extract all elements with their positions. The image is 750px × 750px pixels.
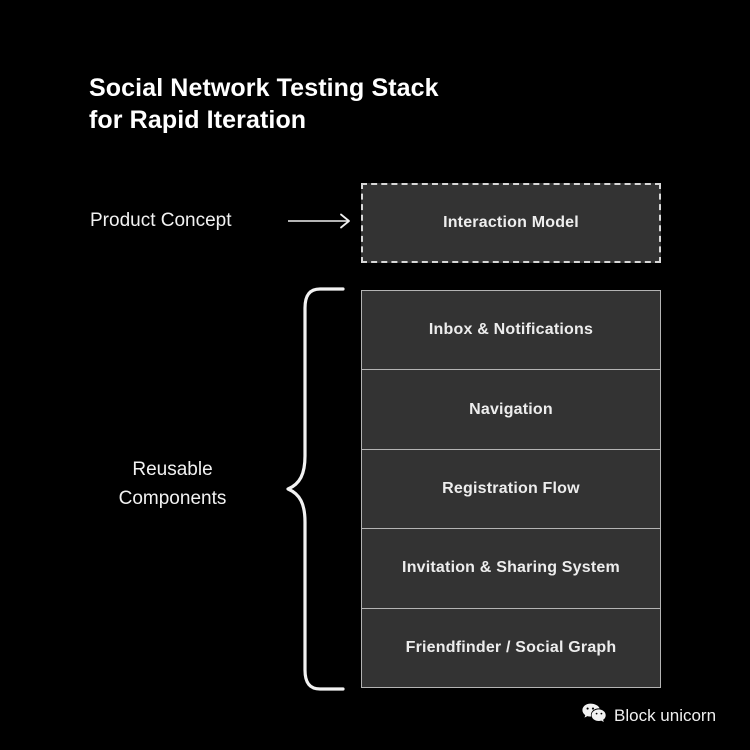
stack-item-label: Navigation [469,400,553,418]
reusable-components-label-line-1: Reusable [132,459,213,480]
reusable-components-label: Reusable Components [60,455,285,513]
stack-item-label: Inbox & Notifications [428,321,594,339]
stack-row[interactable]: Registration Flow [362,449,660,530]
curly-brace-icon [285,286,347,692]
page-title-line-1: Social Network Testing Stack [89,74,439,102]
watermark: Block unicorn [582,703,716,729]
stack-row[interactable]: Friendfinder / Social Graph [362,608,660,688]
stack-row[interactable]: Navigation [362,370,660,450]
stack-item-label: Invitation & Sharing System [402,559,620,577]
wechat-icon [582,703,607,729]
stack-row[interactable]: Inbox & Notifications [362,291,660,371]
reusable-components-stack: Inbox & Notifications Navigation Registr… [361,290,661,688]
page-title-line-2: for Rapid Iteration [89,106,307,134]
watermark-text: Block unicorn [614,706,717,725]
stack-item-label: Registration Flow [442,480,580,498]
page-title: Social Network Testing Stack for Rapid I… [89,72,439,136]
product-concept-label: Product Concept [90,210,232,231]
stack-item-label: Friendfinder / Social Graph [405,638,617,656]
stack-row[interactable]: Invitation & Sharing System [362,529,660,609]
arrow-right-icon [288,207,354,235]
interaction-model-label: Interaction Model [443,214,579,231]
interaction-model-box[interactable]: Interaction Model [361,183,661,263]
reusable-components-label-line-2: Components [118,488,227,509]
